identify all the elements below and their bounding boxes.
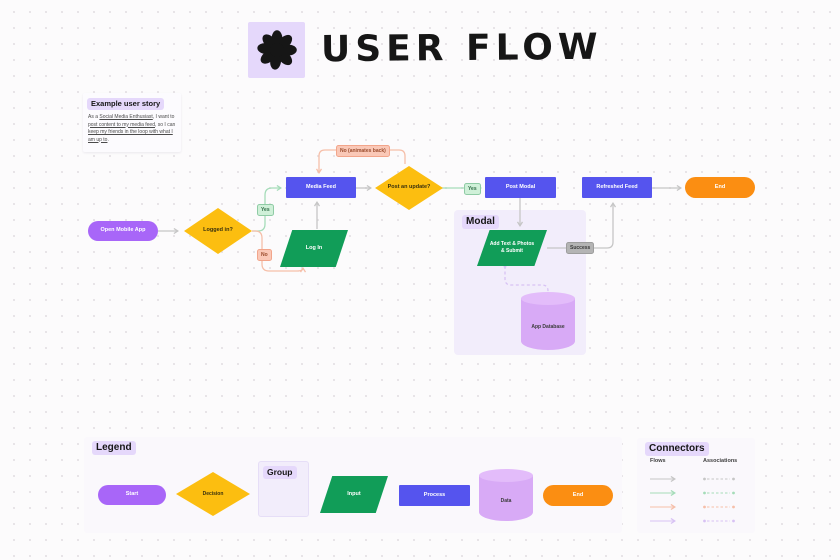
- node-label: Refreshed Feed: [596, 183, 638, 190]
- assoc-sample-salmon[interactable]: [702, 502, 738, 512]
- user-story-card[interactable]: Example user story As a Social Media Ent…: [83, 93, 181, 152]
- assoc-sample-gray[interactable]: [702, 474, 738, 484]
- legend-end[interactable]: End: [543, 485, 613, 506]
- node-label: Open Mobile App: [100, 227, 146, 234]
- story-segment-link: post content to my media feed: [88, 121, 155, 128]
- assoc-sample-green[interactable]: [702, 488, 738, 498]
- node-label: Logged in?: [203, 227, 233, 234]
- legend-process[interactable]: Process: [399, 485, 470, 506]
- story-text: As a Social Media Enthusiast, I want to …: [88, 114, 176, 144]
- story-segment: As a: [88, 114, 100, 120]
- label-no-animates-back[interactable]: No (animates back): [336, 145, 390, 157]
- connectors-panel[interactable]: Connectors Flows Associations: [637, 438, 755, 533]
- story-segment-link: Social Media Enthusiast: [99, 114, 153, 120]
- node-log-in[interactable]: Log In: [280, 230, 348, 267]
- assoc-add-text-to-database[interactable]: [504, 266, 549, 293]
- legend-panel[interactable]: Legend Start Decision Group Input Proces…: [84, 437, 622, 533]
- cylinder-top: [479, 469, 533, 482]
- node-label: End: [714, 183, 726, 190]
- legend-heading: Legend: [92, 441, 136, 455]
- legend-label: Input: [347, 490, 361, 497]
- flows-column-label: Flows: [650, 458, 666, 464]
- label-yes-1[interactable]: Yes: [257, 204, 274, 216]
- node-refreshed-feed[interactable]: Refreshed Feed: [582, 177, 652, 198]
- legend-label: Start: [125, 491, 139, 498]
- node-media-feed[interactable]: Media Feed: [286, 177, 356, 198]
- flow-decision-no-to-login[interactable]: [252, 230, 303, 271]
- label-yes-2[interactable]: Yes: [464, 183, 481, 195]
- flower-logo-tile[interactable]: [248, 22, 305, 78]
- node-open-mobile-app[interactable]: Open Mobile App: [88, 221, 158, 241]
- legend-input[interactable]: Input: [320, 476, 388, 513]
- flow-sample-salmon[interactable]: [649, 502, 683, 512]
- legend-start[interactable]: Start: [98, 485, 166, 505]
- modal-group-heading[interactable]: Modal: [462, 215, 499, 229]
- legend-data[interactable]: Data: [479, 469, 533, 521]
- connectors-heading: Connectors: [645, 442, 709, 456]
- legend-group-label: Group: [263, 466, 297, 479]
- node-label: Post Modal: [505, 183, 536, 190]
- node-label-line1: Add Text & Photos: [489, 241, 535, 247]
- story-segment: , so I can: [154, 121, 176, 128]
- story-segment-link: keep my friends in the loop with what I …: [88, 129, 173, 143]
- legend-label: Decision: [202, 490, 224, 497]
- node-add-text-photos[interactable]: Add Text & Photos & Submit: [477, 230, 547, 266]
- legend-label: End: [572, 491, 584, 498]
- node-app-database[interactable]: App Database: [521, 292, 575, 350]
- story-segment: , I want to: [152, 114, 175, 120]
- node-label: App Database: [531, 323, 565, 330]
- label-no-1[interactable]: No: [257, 249, 272, 261]
- story-segment: .: [107, 136, 109, 143]
- node-label: Post an update?: [387, 184, 431, 191]
- cylinder-top: [521, 292, 575, 305]
- node-post-modal[interactable]: Post Modal: [485, 177, 556, 198]
- story-heading: Example user story: [87, 98, 165, 110]
- node-label: Media Feed: [306, 183, 336, 190]
- assoc-sample-purple[interactable]: [702, 516, 738, 526]
- flow-sample-green[interactable]: [649, 488, 683, 498]
- flow-sample-gray[interactable]: [649, 474, 683, 484]
- cylinder-body: [479, 475, 533, 521]
- legend-group[interactable]: Group: [258, 461, 309, 517]
- legend-label: Process: [423, 491, 446, 498]
- node-label-line2: & Submit: [501, 248, 523, 254]
- node-end[interactable]: End: [685, 177, 755, 198]
- legend-label: Data: [500, 497, 512, 504]
- flow-sample-purple[interactable]: [649, 516, 683, 526]
- label-success[interactable]: Success: [566, 242, 595, 254]
- node-label: Log In: [305, 244, 323, 251]
- node-label: Add Text & Photos & Submit: [490, 241, 534, 255]
- associations-column-label: Associations: [703, 458, 738, 464]
- cylinder-body: [521, 298, 575, 350]
- flower-icon: [256, 30, 297, 70]
- flow-add-text-to-refreshed-feed[interactable]: [547, 203, 613, 249]
